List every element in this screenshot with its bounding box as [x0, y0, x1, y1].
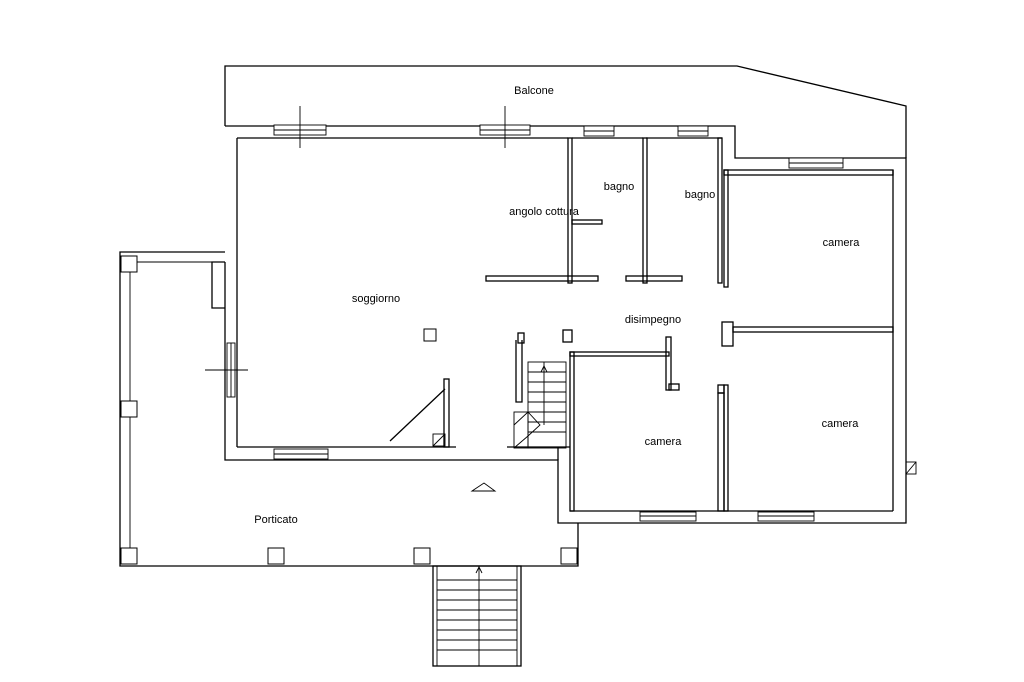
label-bagno-2: bagno	[685, 189, 716, 201]
label-soggiorno: soggiorno	[352, 293, 400, 305]
label-balcone: Balcone	[514, 85, 554, 97]
interior-details	[389, 328, 559, 460]
label-camera-top-right: camera	[823, 237, 861, 249]
bathroom-walls	[485, 137, 723, 284]
porch-columns	[120, 255, 578, 565]
label-camera-bottom-right: camera	[822, 418, 860, 430]
window-markers	[205, 106, 506, 371]
label-porticato: Porticato	[254, 514, 297, 526]
external-staircase	[432, 565, 522, 667]
label-camera-bottom-mid: camera	[645, 436, 683, 448]
right-marker	[905, 461, 917, 475]
bedroom-walls	[569, 169, 894, 512]
interior-stairs	[513, 329, 573, 449]
exterior-walls	[224, 125, 907, 524]
label-disimpegno: disimpegno	[625, 314, 681, 326]
entrance-arrow	[470, 482, 497, 492]
label-bagno-1: bagno	[604, 181, 635, 193]
label-angolo-cottura: angolo cottura	[509, 206, 580, 218]
balcony-outline	[224, 65, 907, 158]
porch-outline	[119, 251, 579, 567]
windows	[226, 124, 844, 522]
